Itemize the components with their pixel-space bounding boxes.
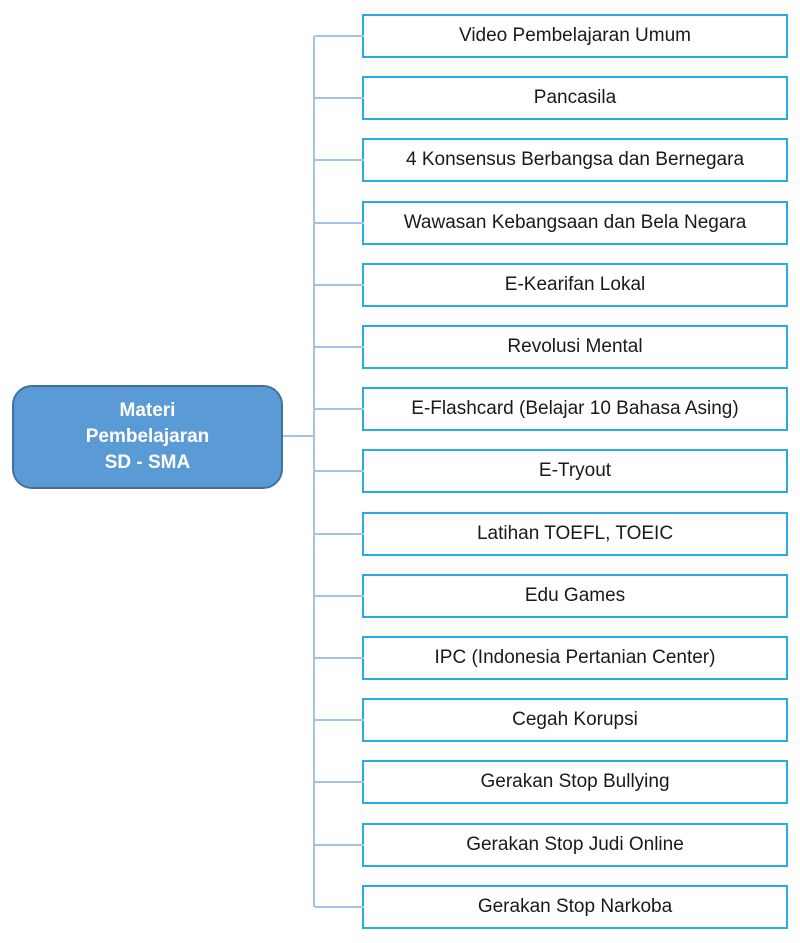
children-column: Video Pembelajaran Umum Pancasila 4 Kons… <box>315 14 788 929</box>
child-node-label: Video Pembelajaran Umum <box>459 25 691 46</box>
child-node-edu-games: Edu Games <box>315 573 788 618</box>
child-node-gerakan-stop-judi-online: Gerakan Stop Judi Online <box>315 822 788 867</box>
child-node-label: Cegah Korupsi <box>512 709 638 731</box>
child-node-label: Gerakan Stop Judi Online <box>466 833 684 855</box>
root-label-line-3: SD - SMA <box>104 452 191 473</box>
connector-root-to-trunk <box>283 435 314 437</box>
child-node-pancasila: Pancasila <box>315 76 788 121</box>
child-node-label: Pancasila <box>533 87 617 109</box>
child-node-label: Edu Games <box>524 584 626 606</box>
child-node-gerakan-stop-narkoba: Gerakan Stop Narkoba <box>315 884 788 929</box>
child-node-wawasan-kebangsaan: Wawasan Kebangsaan dan Bela Negara <box>315 200 788 245</box>
child-node-e-tryout: E-Tryout <box>315 449 788 494</box>
child-node-label: Gerakan Stop Bullying <box>480 771 670 793</box>
child-node-label: E-Flashcard (Belajar 10 Bahasa Asing) <box>411 398 739 420</box>
child-node-cegah-korupsi: Cegah Korupsi <box>315 698 788 743</box>
child-node-e-kearifan-lokal: E-Kearifan Lokal <box>315 262 788 307</box>
root-label-line-2: Pembelajaran <box>85 426 210 447</box>
child-node-label: 4 Konsensus Berbangsa dan Bernegara <box>405 149 745 171</box>
child-node-label: Revolusi Mental <box>507 336 643 358</box>
child-node-label: E-Kearifan Lokal <box>504 273 646 295</box>
root-node-label: Materi Pembelajaran SD - SMA <box>86 398 210 476</box>
child-node-gerakan-stop-bullying: Gerakan Stop Bullying <box>315 760 788 805</box>
child-node-label: IPC (Indonesia Pertanian Center) <box>434 647 716 669</box>
root-label-line-1: Materi <box>119 400 176 421</box>
child-node-video-pembelajaran-umum: Video Pembelajaran Umum <box>315 14 788 58</box>
child-node-revolusi-mental: Revolusi Mental <box>315 325 788 370</box>
connector-trunk-line <box>313 36 315 907</box>
child-node-label: Gerakan Stop Narkoba <box>477 895 673 917</box>
child-node-ipc: IPC (Indonesia Pertanian Center) <box>315 636 788 681</box>
child-node-4-konsensus: 4 Konsensus Berbangsa dan Bernegara <box>315 138 788 183</box>
child-node-label: Latihan TOEFL, TOEIC <box>476 522 674 544</box>
child-node-label: Wawasan Kebangsaan dan Bela Negara <box>403 211 747 233</box>
child-node-latihan-toefl-toeic: Latihan TOEFL, TOEIC <box>315 511 788 556</box>
child-node-label: E-Tryout <box>538 460 612 482</box>
child-node-e-flashcard: E-Flashcard (Belajar 10 Bahasa Asing) <box>315 387 788 432</box>
root-node-materi-pembelajaran: Materi Pembelajaran SD - SMA <box>12 385 283 489</box>
